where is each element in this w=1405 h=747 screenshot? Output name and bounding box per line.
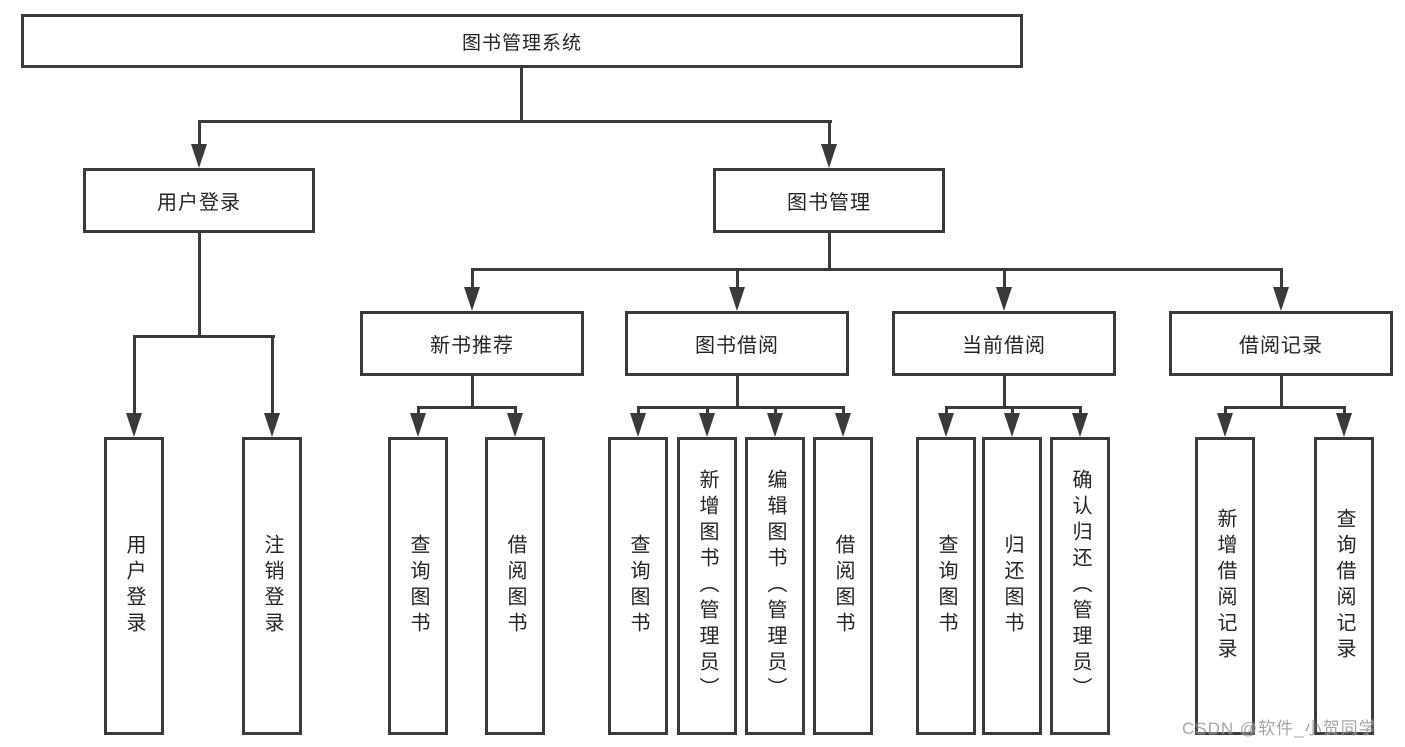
csdn-watermark: CSDN @软件_小贺同学 bbox=[1182, 719, 1377, 738]
arrowhead-down-icon bbox=[835, 413, 851, 437]
arrowhead-down-icon bbox=[264, 413, 280, 437]
arrowhead-down-icon bbox=[464, 287, 480, 311]
connector-line bbox=[1079, 406, 1082, 415]
leaf-query-books-current: 查询图书 bbox=[916, 437, 976, 735]
connector-line bbox=[1343, 406, 1346, 415]
connector-line bbox=[736, 268, 739, 289]
connector-line bbox=[198, 120, 201, 146]
arrowhead-down-icon bbox=[1273, 287, 1289, 311]
node-book-borrow: 图书借阅 bbox=[625, 311, 849, 376]
connector-line bbox=[271, 335, 274, 415]
arrowhead-down-icon bbox=[821, 144, 837, 168]
leaf-add-borrow-record: 新增借阅记录 bbox=[1195, 437, 1255, 735]
connector-line bbox=[471, 268, 1283, 271]
leaf-borrow-books: 借阅图书 bbox=[813, 437, 873, 735]
node-borrow-records: 借阅记录 bbox=[1169, 311, 1393, 376]
connector-line bbox=[706, 406, 709, 415]
arrowhead-down-icon bbox=[767, 413, 783, 437]
connector-line bbox=[198, 120, 832, 123]
connector-line bbox=[471, 268, 474, 289]
arrowhead-down-icon bbox=[1072, 413, 1088, 437]
connector-line bbox=[471, 376, 474, 406]
leaf-query-borrow-record: 查询借阅记录 bbox=[1314, 437, 1374, 735]
node-book-management: 图书管理 bbox=[713, 168, 945, 233]
arrowhead-down-icon bbox=[1336, 413, 1352, 437]
arrowhead-down-icon bbox=[729, 287, 745, 311]
connector-line bbox=[842, 406, 845, 415]
arrowhead-down-icon bbox=[630, 413, 646, 437]
connector-line bbox=[1011, 406, 1014, 415]
arrowhead-down-icon bbox=[996, 287, 1012, 311]
node-library-system: 图书管理系统 bbox=[21, 14, 1023, 68]
node-user-login: 用户登录 bbox=[83, 168, 315, 233]
connector-line bbox=[828, 120, 831, 146]
connector-line bbox=[1224, 406, 1227, 415]
connector-line bbox=[514, 406, 517, 415]
node-new-book-recommend: 新书推荐 bbox=[360, 311, 584, 376]
arrowhead-down-icon bbox=[191, 144, 207, 168]
arrowhead-down-icon bbox=[126, 413, 142, 437]
connector-line bbox=[198, 233, 201, 335]
leaf-logout: 注销登录 bbox=[242, 437, 302, 735]
leaf-query-books-borrow: 查询图书 bbox=[608, 437, 668, 735]
leaf-user-login: 用户登录 bbox=[104, 437, 164, 735]
connector-line bbox=[1003, 268, 1006, 289]
connector-line bbox=[945, 406, 948, 415]
leaf-edit-book-admin: 编辑图书（管理员） bbox=[745, 437, 805, 735]
connector-line bbox=[133, 335, 136, 415]
connector-line bbox=[417, 406, 517, 409]
arrowhead-down-icon bbox=[699, 413, 715, 437]
arrowhead-down-icon bbox=[938, 413, 954, 437]
connector-line bbox=[828, 233, 831, 268]
connector-line bbox=[133, 335, 275, 338]
connector-line bbox=[1280, 268, 1283, 289]
arrowhead-down-icon bbox=[1217, 413, 1233, 437]
connector-line bbox=[774, 406, 777, 415]
connector-line bbox=[736, 376, 739, 406]
leaf-confirm-return-admin: 确认归还（管理员） bbox=[1050, 437, 1110, 735]
connector-line bbox=[1003, 376, 1006, 406]
connector-line bbox=[417, 406, 420, 415]
leaf-query-books-recommend: 查询图书 bbox=[388, 437, 448, 735]
connector-line bbox=[1280, 376, 1283, 406]
arrowhead-down-icon bbox=[410, 413, 426, 437]
leaf-add-book-admin: 新增图书（管理员） bbox=[677, 437, 737, 735]
connector-line bbox=[637, 406, 640, 415]
connector-line bbox=[1224, 406, 1346, 409]
arrowhead-down-icon bbox=[1004, 413, 1020, 437]
arrowhead-down-icon bbox=[507, 413, 523, 437]
connector-line bbox=[520, 68, 523, 120]
connector-line bbox=[637, 406, 845, 409]
leaf-borrow-books-recommend: 借阅图书 bbox=[485, 437, 545, 735]
leaf-return-books: 归还图书 bbox=[982, 437, 1042, 735]
node-current-borrow: 当前借阅 bbox=[892, 311, 1116, 376]
